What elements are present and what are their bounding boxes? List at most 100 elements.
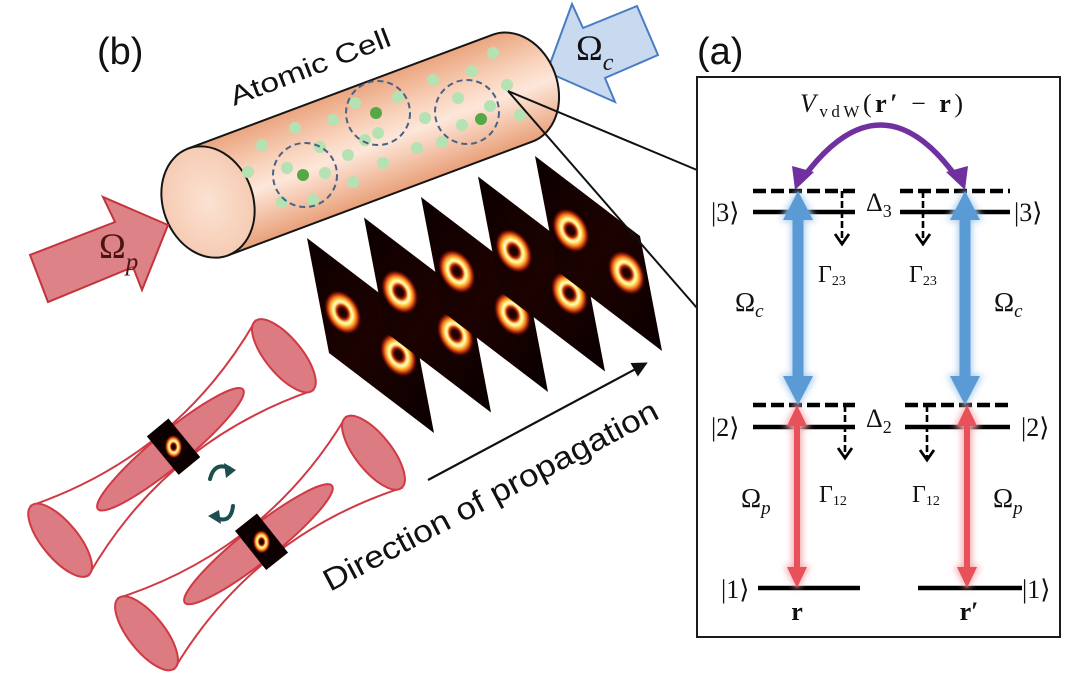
decay-arrowhead-icon bbox=[914, 233, 932, 247]
atomic-cell bbox=[160, 31, 561, 259]
ground-state-atom bbox=[327, 114, 339, 126]
ground-state-atom bbox=[342, 149, 354, 161]
vortex-beam-profile bbox=[252, 529, 271, 554]
probe-symbol: Ω bbox=[99, 226, 126, 266]
state-2-label-left: |2⟩ bbox=[711, 413, 739, 442]
atom-cloud bbox=[242, 47, 526, 208]
ground-state-atom bbox=[452, 92, 464, 104]
decay-arrowhead-icon bbox=[836, 447, 854, 461]
ground-state-atom bbox=[427, 74, 439, 86]
ground-state-atom bbox=[359, 134, 371, 146]
ground-state-atom bbox=[242, 166, 254, 178]
probe-rabi-label-right: Ωp bbox=[993, 483, 1023, 519]
rotation-arrowhead bbox=[224, 463, 236, 478]
control-field-label: Ωc bbox=[576, 28, 614, 76]
rydberg-atom bbox=[297, 169, 309, 181]
ground-state-atom bbox=[484, 100, 496, 112]
ground-state-atom bbox=[319, 167, 331, 179]
control-field-arrow: Ωc bbox=[545, 1, 660, 104]
beam-end-cap bbox=[114, 595, 179, 672]
ground-state-atom bbox=[456, 119, 468, 131]
decay-arrowhead-icon bbox=[833, 233, 851, 247]
state-1-label-left: |1⟩ bbox=[721, 575, 749, 604]
state-1-label-right: |1⟩ bbox=[1022, 575, 1050, 604]
propagation-arrow bbox=[427, 362, 648, 481]
vortex-beam-profile bbox=[494, 228, 533, 274]
ground-state-atom bbox=[372, 127, 384, 139]
callout-line bbox=[507, 90, 698, 171]
vortex-beam-profile bbox=[380, 269, 419, 315]
control-double-arrow bbox=[783, 191, 813, 405]
state-3-label-left: |3⟩ bbox=[711, 198, 739, 227]
ground-state-atom bbox=[514, 109, 526, 121]
decay-23-label-left: Γ23 bbox=[818, 262, 846, 289]
ground-state-atom bbox=[314, 141, 326, 153]
ground-state-atom bbox=[377, 157, 389, 169]
beam-profile-frames bbox=[307, 156, 662, 433]
probe-arrow-icon bbox=[28, 195, 170, 304]
blockade-sphere bbox=[345, 80, 411, 146]
probe-field-label: Ωp bbox=[99, 226, 138, 276]
probe-rabi-label-left: Ωp bbox=[741, 483, 771, 519]
ground-state-atom bbox=[392, 91, 404, 103]
ground-state-atom bbox=[256, 139, 268, 151]
ground-state-atom bbox=[289, 122, 301, 134]
interaction-arrowhead-icon bbox=[946, 166, 968, 190]
ground-state-atom bbox=[281, 162, 293, 174]
probe-double-arrow bbox=[957, 405, 977, 588]
beam-end-cap bbox=[27, 502, 93, 578]
control-arrow-icon bbox=[545, 1, 660, 104]
intensity-frame bbox=[535, 156, 662, 351]
state-2-label-right: |2⟩ bbox=[1021, 413, 1049, 442]
ground-state-atom bbox=[501, 79, 513, 91]
vdw-interaction-arrow bbox=[792, 122, 968, 190]
ground-state-atom bbox=[349, 97, 361, 109]
detuning-2-label: Δ2 bbox=[866, 404, 892, 437]
frame-background bbox=[535, 156, 662, 351]
probe-double-arrow bbox=[787, 405, 807, 588]
ground-state-atom bbox=[307, 194, 319, 206]
detuning-3-label: Δ3 bbox=[866, 188, 892, 221]
interaction-arrowhead-icon bbox=[792, 166, 814, 190]
beam-end-cap bbox=[251, 318, 317, 394]
vortex-beam-profile bbox=[164, 434, 183, 459]
vortex-beam-profile bbox=[551, 207, 590, 253]
decay-arrowhead-icon bbox=[918, 449, 936, 463]
probe-coupling-right bbox=[954, 403, 980, 590]
atom-position-right: r′ bbox=[960, 597, 979, 626]
panel-b: (b) Atomic Cell Ωc Ω bbox=[27, 1, 698, 672]
ground-state-atom bbox=[436, 136, 448, 148]
cell-end-face bbox=[160, 145, 256, 259]
rydberg-atom bbox=[370, 107, 382, 119]
rotation-arrowhead bbox=[208, 510, 221, 524]
probe-subscript: p bbox=[124, 249, 139, 276]
rotation-arrows-icon bbox=[208, 463, 236, 524]
ground-state-atom bbox=[411, 142, 423, 154]
probe-coupling-left bbox=[784, 403, 810, 590]
decay-23-label-right: Γ23 bbox=[909, 262, 937, 289]
panel-a-label: (a) bbox=[697, 31, 743, 73]
frame-background bbox=[307, 238, 434, 433]
ground-state-atom bbox=[466, 65, 478, 77]
decay-12-label-left: Γ12 bbox=[819, 482, 847, 509]
state-3-label-right: |3⟩ bbox=[1014, 198, 1042, 227]
focused-beam bbox=[114, 414, 406, 672]
control-coupling-left bbox=[780, 189, 816, 407]
blockade-sphere bbox=[272, 142, 338, 208]
control-rabi-label-left: Ωc bbox=[735, 287, 764, 322]
callout-line bbox=[507, 90, 698, 309]
interaction-arc bbox=[800, 122, 960, 180]
decay-arrows bbox=[833, 191, 936, 463]
vortex-beam-profile bbox=[607, 250, 646, 296]
ground-state-atom bbox=[419, 112, 431, 124]
ground-state-atom bbox=[347, 176, 359, 188]
rydberg-atom bbox=[475, 113, 487, 125]
control-rabi-label-right: Ωc bbox=[994, 287, 1023, 322]
frame-background bbox=[478, 176, 605, 372]
control-subscript: c bbox=[603, 50, 614, 76]
control-double-arrow bbox=[950, 191, 980, 405]
level-diagram-box bbox=[696, 76, 1061, 638]
